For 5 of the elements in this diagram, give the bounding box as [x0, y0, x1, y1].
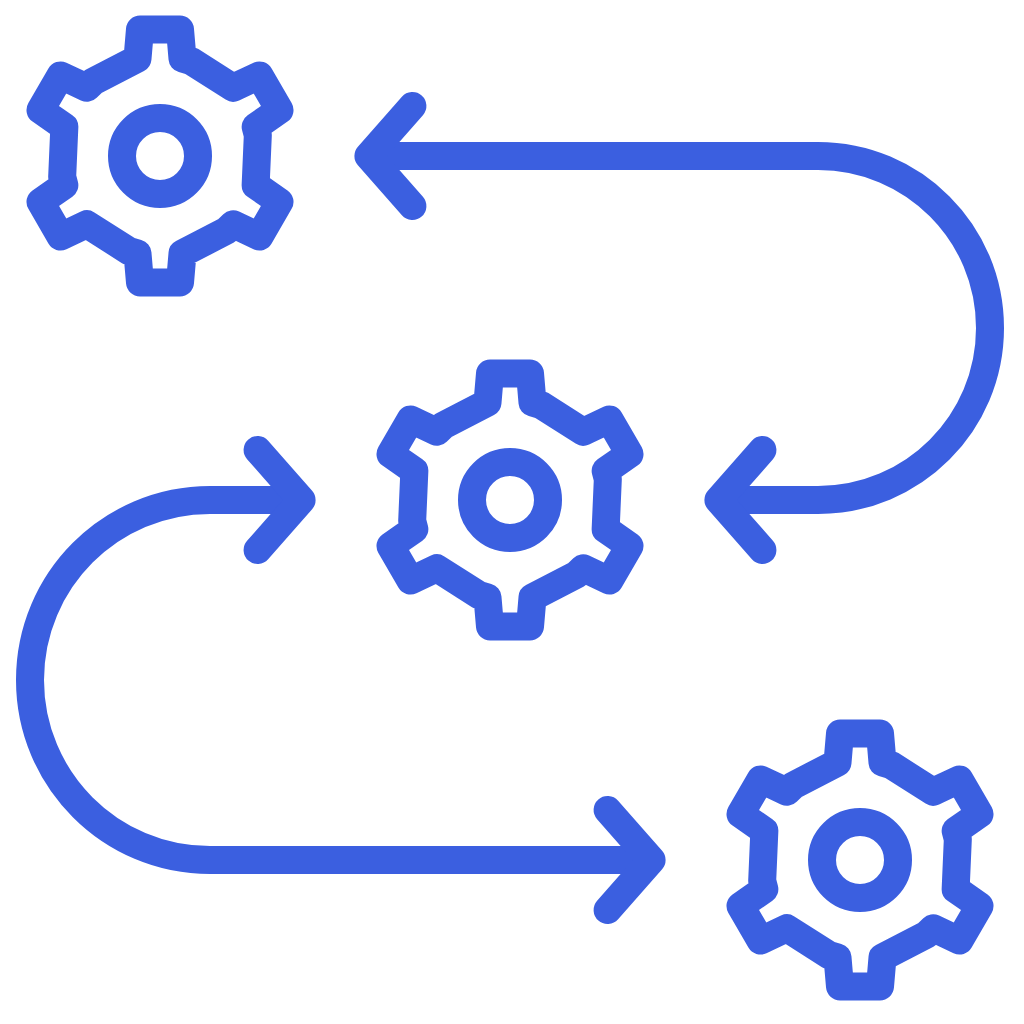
curved-arrow	[354, 92, 1004, 564]
curved-arrow	[16, 436, 666, 924]
gear-icon	[376, 359, 644, 641]
gear-icon	[726, 719, 994, 1001]
gear-icon	[26, 15, 294, 297]
